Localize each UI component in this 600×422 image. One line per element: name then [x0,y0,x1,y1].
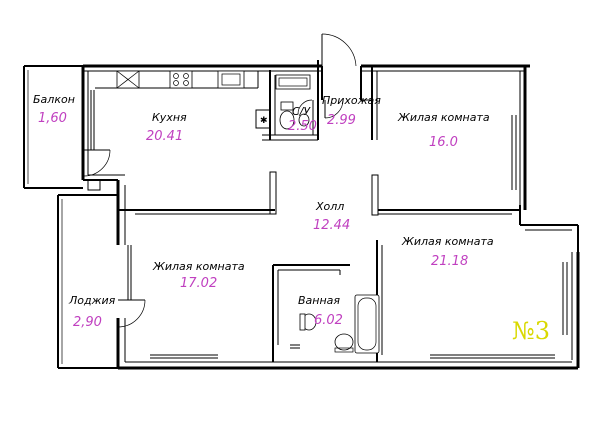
room-label-living3: Жилая комната 17.02 [152,260,245,291]
bathroom-toilet-icon [299,313,317,331]
riser-icon: ✱ [255,109,271,129]
kitchen-name: Кухня [152,111,187,124]
balcony [23,65,83,189]
balcony-area: 1,60 [38,111,67,126]
wc-area: 2.50 [288,119,317,134]
kitchen-area: 20.41 [146,129,183,144]
svg-text:✱: ✱ [260,116,268,126]
bathroom-sink-icon [334,333,354,353]
room-label-hall: Холл 12.44 [313,200,350,233]
bathroom-name: Ванная [298,294,340,307]
room-label-wc: С/У 2.50 [288,105,317,134]
stove-icon [169,70,193,89]
room-label-kitchen: Кухня 20.41 [146,111,187,144]
living2-name: Жилая комната [401,235,494,248]
room-label-living2: Жилая комната 21.18 [401,235,494,269]
living3-area: 17.02 [180,276,217,291]
loggia [57,194,118,369]
door-swing-icon [83,33,357,328]
room-label-bathroom: Ванная 6.02 [298,294,343,328]
loggia-area: 2,90 [73,315,102,330]
living1-name: Жилая комната [397,111,490,124]
room-label-living1: Жилая комната 16.0 [397,111,490,150]
bathroom-area: 6.02 [314,313,343,328]
kitchen-counter [95,70,259,89]
room-label-hallway: Прихожая 2.99 [322,94,381,128]
balcony-name: Балкон [33,93,75,106]
outer-walls [81,60,580,370]
hallway-name: Прихожая [322,94,381,107]
room-label-loggia: Лоджия 2,90 [68,294,116,330]
bathtub-icon [354,294,380,354]
hall-name: Холл [315,200,344,213]
loggia-name: Лоджия [68,294,116,307]
sink-icon [217,70,245,89]
room-label-balcony: Балкон 1,60 [33,93,75,126]
living2-area: 21.18 [431,254,468,269]
hallway-area: 2.99 [327,113,356,128]
living1-area: 16.0 [429,135,458,150]
hall-area: 12.44 [313,218,350,233]
toilet-icon [275,74,311,130]
apartment-number: №3 [512,317,550,345]
wc-name: С/У [292,105,311,118]
living3-name: Жилая комната [152,260,245,273]
